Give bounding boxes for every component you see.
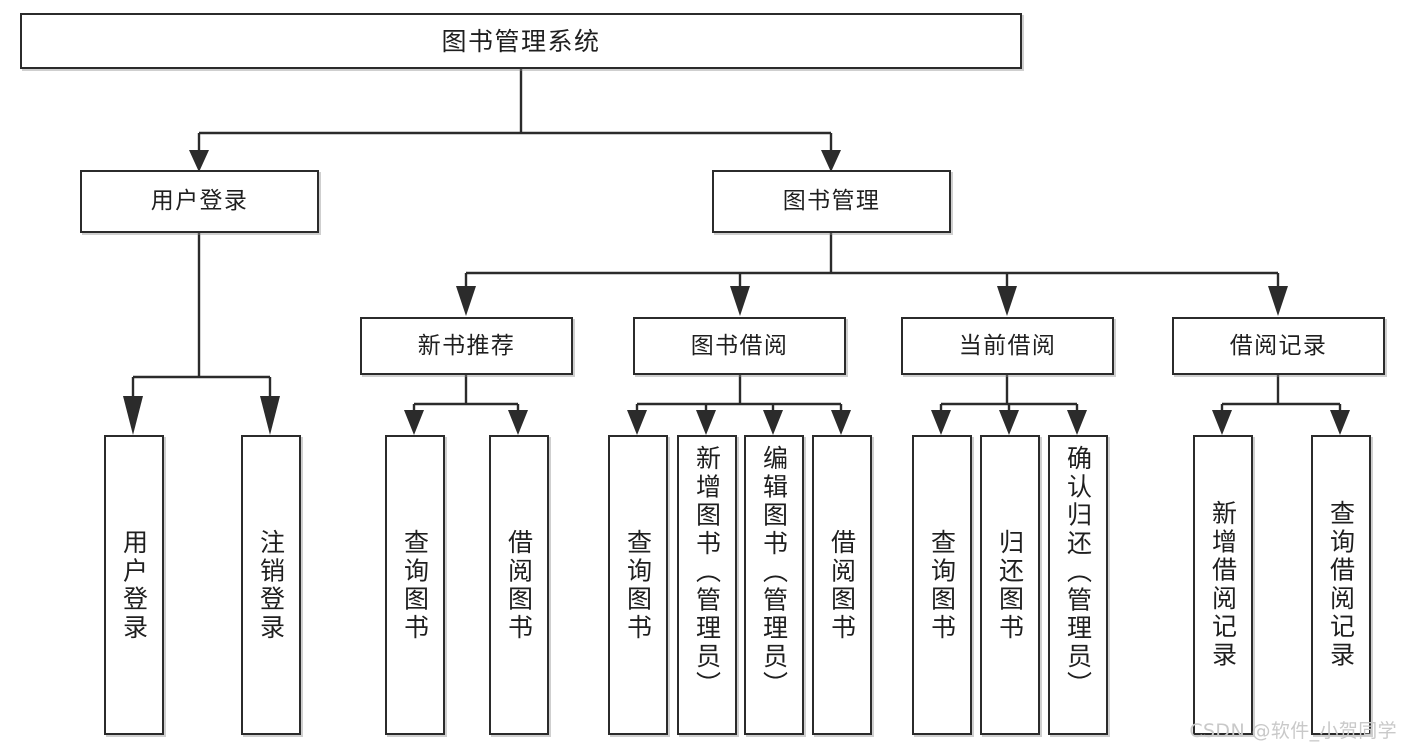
leaf-query-book-current[interactable]: 查询图书 (912, 435, 972, 735)
leaf-query-book-borrow[interactable]: 查询图书 (608, 435, 668, 735)
node-borrow-record-label: 借阅记录 (1229, 332, 1328, 359)
node-new-book-recommend-label: 新书推荐 (417, 332, 516, 359)
leaf-return-book-label: 归还图书 (995, 528, 1025, 642)
node-user-login-label: 用户登录 (150, 188, 249, 215)
leaf-query-book-current-label: 查询图书 (927, 528, 957, 642)
leaf-borrow-book-borrow[interactable]: 借阅图书 (812, 435, 872, 735)
node-book-management-label: 图书管理 (782, 188, 881, 215)
connector-currentborrow-to-leaves (931, 375, 1087, 435)
leaf-add-borrow-record[interactable]: 新增借阅记录 (1193, 435, 1253, 735)
csdn-watermark: CSDN @软件_小贺同学 (1189, 720, 1397, 742)
leaf-borrow-book-borrow-label: 借阅图书 (827, 528, 857, 642)
leaf-user-login[interactable]: 用户登录 (104, 435, 164, 735)
leaf-add-borrow-record-label: 新增借阅记录 (1208, 500, 1238, 670)
leaf-confirm-return-admin[interactable]: 确认归还（管理员） (1048, 435, 1108, 735)
node-user-login[interactable]: 用户登录 (80, 170, 319, 233)
leaf-add-book-admin[interactable]: 新增图书（管理员） (677, 435, 737, 735)
node-book-borrow-label: 图书借阅 (690, 332, 789, 359)
connector-bookborrow-to-leaves (627, 375, 851, 435)
leaf-edit-book-admin[interactable]: 编辑图书（管理员） (744, 435, 804, 735)
leaf-query-borrow-record[interactable]: 查询借阅记录 (1311, 435, 1371, 735)
node-root[interactable]: 图书管理系统 (20, 13, 1022, 69)
node-book-management[interactable]: 图书管理 (712, 170, 951, 233)
leaf-query-borrow-record-label: 查询借阅记录 (1326, 500, 1356, 670)
leaf-query-book-newbook[interactable]: 查询图书 (385, 435, 445, 735)
leaf-edit-book-admin-label: 编辑图书（管理员） (759, 445, 789, 700)
leaf-query-book-borrow-label: 查询图书 (623, 528, 653, 642)
leaf-user-login-label: 用户登录 (119, 528, 149, 642)
connector-root-to-level2 (189, 69, 841, 172)
connector-bookmgmt-to-level3 (456, 233, 1288, 316)
node-root-label: 图书管理系统 (441, 26, 601, 56)
connector-newbook-to-leaves (404, 375, 528, 435)
leaf-return-book[interactable]: 归还图书 (980, 435, 1040, 735)
leaf-confirm-return-admin-label: 确认归还（管理员） (1063, 445, 1093, 700)
connector-borrowrecord-to-leaves (1212, 375, 1350, 435)
node-borrow-record[interactable]: 借阅记录 (1172, 317, 1385, 375)
leaf-add-book-admin-label: 新增图书（管理员） (692, 445, 722, 700)
leaf-query-book-newbook-label: 查询图书 (400, 528, 430, 642)
leaf-logout[interactable]: 注销登录 (241, 435, 301, 735)
leaf-borrow-book-newbook[interactable]: 借阅图书 (489, 435, 549, 735)
leaf-borrow-book-newbook-label: 借阅图书 (504, 528, 534, 642)
node-new-book-recommend[interactable]: 新书推荐 (360, 317, 573, 375)
node-book-borrow[interactable]: 图书借阅 (633, 317, 846, 375)
node-current-borrow[interactable]: 当前借阅 (901, 317, 1114, 375)
leaf-logout-label: 注销登录 (256, 528, 286, 642)
connector-userlogin-to-leaves (123, 233, 280, 435)
node-current-borrow-label: 当前借阅 (958, 332, 1057, 359)
